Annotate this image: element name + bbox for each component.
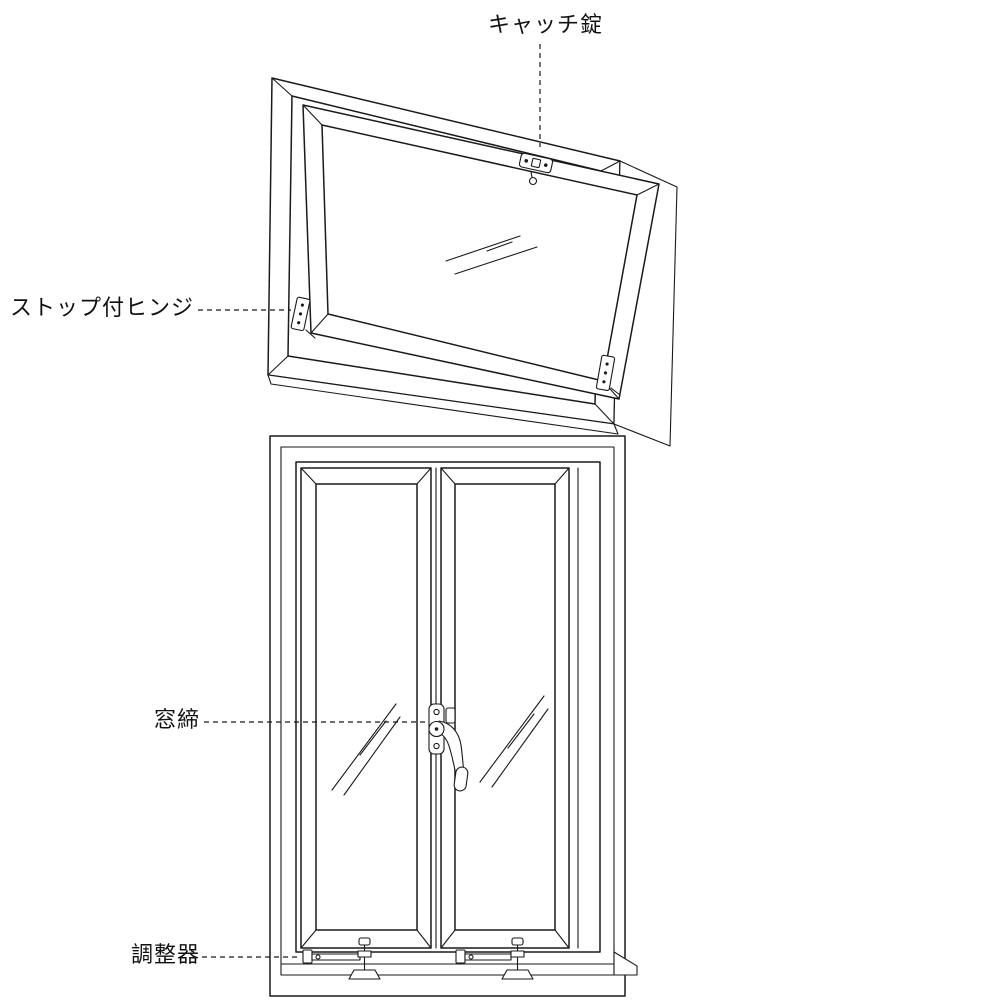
label-adjuster: 調整器	[131, 943, 201, 968]
stop-hinge-left	[290, 296, 316, 339]
catch-lock-hardware	[518, 152, 554, 186]
glass-reflection-lines	[331, 703, 401, 796]
adjuster-right	[455, 937, 534, 980]
leader-lines	[198, 44, 541, 958]
right-sash	[440, 467, 579, 949]
label-catch-lock: キャッチ錠	[488, 13, 604, 38]
left-sash	[300, 467, 432, 949]
label-sash-fastener: 窓締	[154, 708, 201, 733]
sash-fastener-hardware	[428, 703, 469, 792]
label-stop-hinge: ストップ付ヒンジ	[10, 296, 195, 321]
awning-window-drawing	[267, 77, 678, 447]
stop-hinge-right	[595, 354, 621, 396]
casement-window-drawing	[269, 435, 638, 997]
open-sash	[302, 104, 660, 400]
adjuster-left	[302, 937, 381, 980]
glass-reflection-lines	[445, 235, 538, 275]
glass-reflection-lines	[479, 695, 549, 788]
